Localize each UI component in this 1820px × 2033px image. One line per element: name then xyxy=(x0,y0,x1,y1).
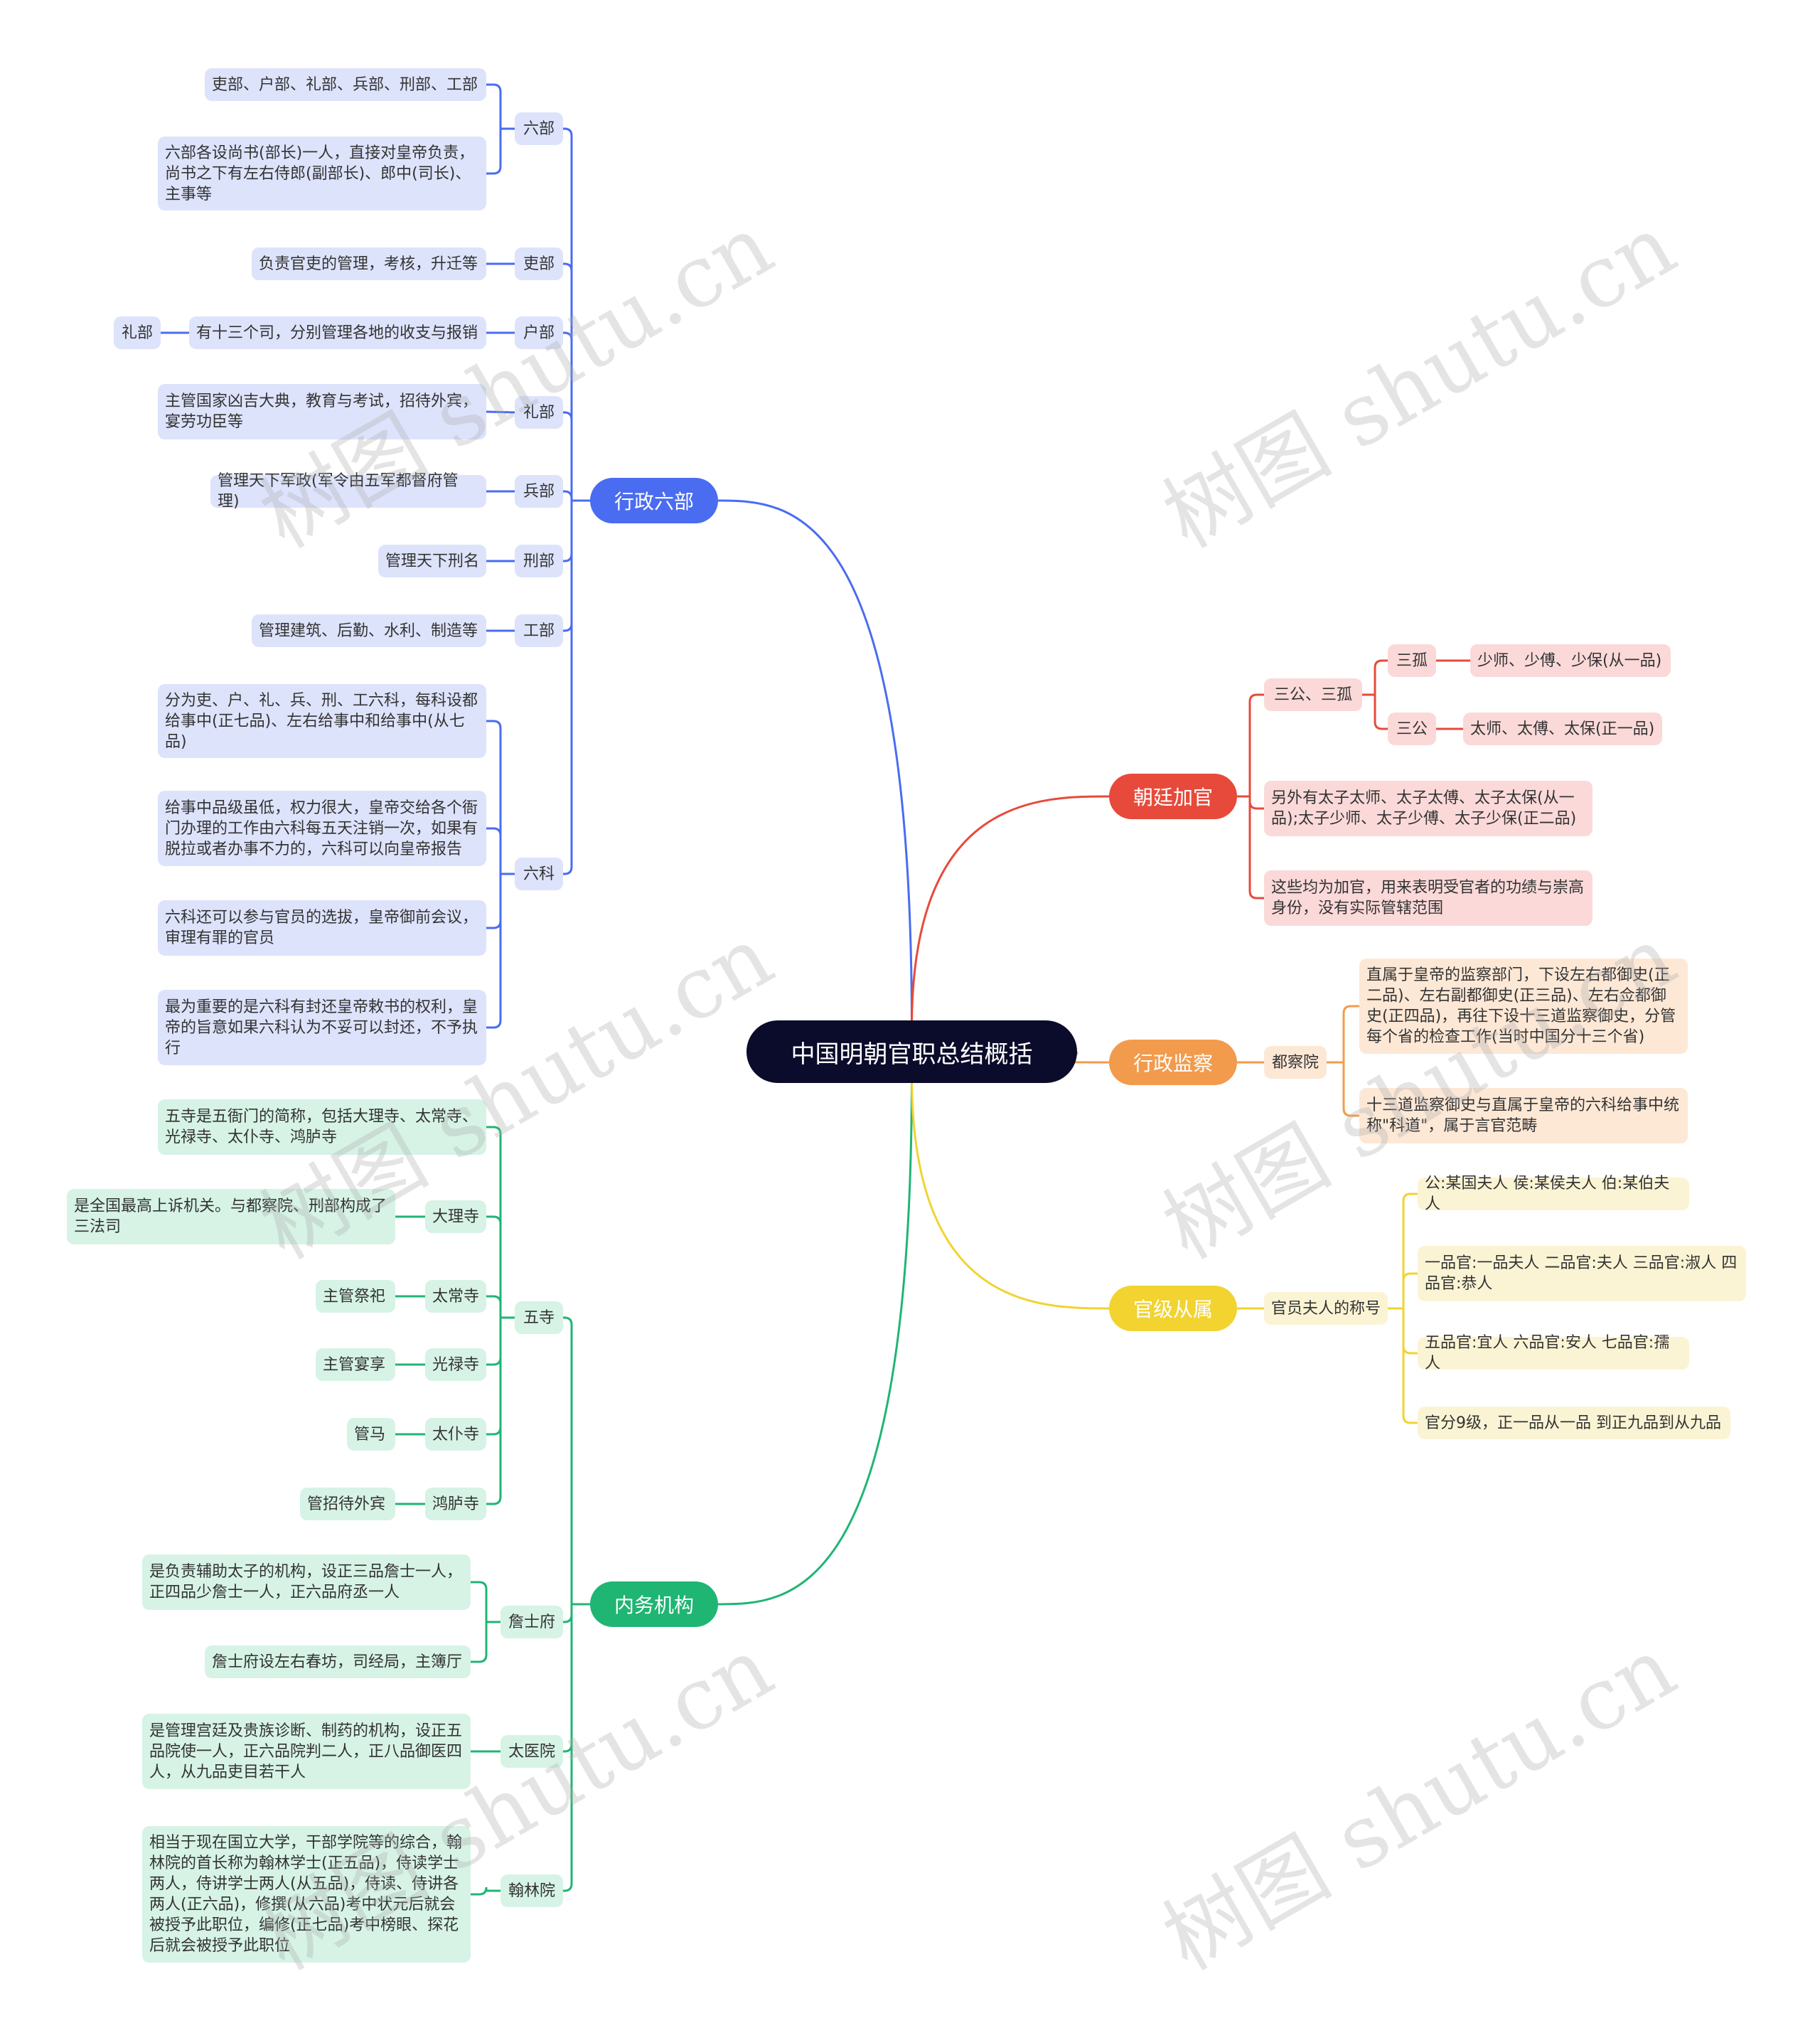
sub-xingbu[interactable]: 刑部 xyxy=(515,545,563,577)
sub-taiyi[interactable]: 太医院 xyxy=(500,1735,563,1768)
leaf-hubu[interactable]: 有十三个司，分别管理各地的收支与报销 xyxy=(189,316,486,349)
leaf-honglu[interactable]: 管招待外宾 xyxy=(300,1488,395,1520)
sub-taichang[interactable]: 太常寺 xyxy=(425,1280,486,1313)
sub-liuke[interactable]: 六科 xyxy=(515,858,563,890)
leaf-furen-2[interactable]: 一品官:一品夫人 二品官:夫人 三品官:淑人 四品官:恭人 xyxy=(1418,1246,1746,1301)
leaf-liuke-3[interactable]: 六科还可以参与官员的选拔，皇帝御前会议，审理有罪的官员 xyxy=(158,900,486,956)
sub-hanlin[interactable]: 翰林院 xyxy=(500,1874,563,1907)
leaf-sangu[interactable]: 少师、少傅、少保(从一品) xyxy=(1470,644,1671,677)
branch-chaoting[interactable]: 朝廷加官 xyxy=(1109,774,1237,819)
leaf-wusi-intro[interactable]: 五寺是五衙门的简称，包括大理寺、太常寺、光禄寺、太仆寺、鸿胪寺 xyxy=(158,1099,486,1155)
leaf-guanglu[interactable]: 主管宴享 xyxy=(316,1348,395,1381)
leaf-duchayuan-1[interactable]: 直属于皇帝的监察部门，下设左右都御史(正二品)、左右副都御史(正三品)、左右佥都… xyxy=(1359,959,1688,1054)
sub-guanglu[interactable]: 光禄寺 xyxy=(425,1348,486,1381)
sub-sangong[interactable]: 三公 xyxy=(1388,713,1436,745)
leaf-taichang[interactable]: 主管祭祀 xyxy=(316,1280,395,1313)
sub-sangong-sangu[interactable]: 三公、三孤 xyxy=(1264,678,1362,711)
sub-taipu[interactable]: 太仆寺 xyxy=(425,1418,486,1451)
leaf-duchayuan-2[interactable]: 十三道监察御史与直属于皇帝的六科给事中统称"科道"，属于言官范畴 xyxy=(1359,1088,1688,1143)
sub-dali[interactable]: 大理寺 xyxy=(425,1200,486,1233)
leaf-libu[interactable]: 负责官吏的管理，考核，升迁等 xyxy=(252,247,486,280)
sub-libu[interactable]: 吏部 xyxy=(515,247,563,280)
leaf-jiaguan[interactable]: 这些均为加官，用来表明受官者的功绩与崇高身份，没有实际管辖范围 xyxy=(1264,870,1592,926)
sub-zhanshi[interactable]: 詹士府 xyxy=(500,1606,563,1638)
root-topic[interactable]: 中国明朝官职总结概括 xyxy=(746,1020,1077,1083)
leaf-hubu-extra[interactable]: 礼部 xyxy=(114,316,161,349)
branch-neiwu[interactable]: 内务机构 xyxy=(590,1581,718,1627)
leaf-bingbu[interactable]: 管理天下军政(军令由五军都督府管理) xyxy=(210,472,486,511)
leaf-zhanshi-2[interactable]: 詹士府设左右春坊，司经局，主簿厅 xyxy=(205,1645,471,1678)
sub-duchayuan[interactable]: 都察院 xyxy=(1264,1046,1327,1079)
leaf-liuke-4[interactable]: 最为重要的是六科有封还皇帝敕书的权利，皇帝的旨意如果六科认为不妥可以封还，不予执… xyxy=(158,990,486,1065)
leaf-liuke-1[interactable]: 分为吏、户、礼、兵、刑、工六科，每科设都给事中(正七品)、左右给事中和给事中(从… xyxy=(158,684,486,758)
leaf-zhanshi-1[interactable]: 是负责辅助太子的机构，设正三品詹士一人，正四品少詹士一人，正六品府丞一人 xyxy=(142,1554,471,1610)
leaf-taiyi[interactable]: 是管理宫廷及贵族诊断、制药的机构，设正五品院使一人，正六品院判二人，正八品御医四… xyxy=(142,1714,471,1789)
sub-hubu[interactable]: 户部 xyxy=(515,316,563,349)
branch-guanji[interactable]: 官级从属 xyxy=(1109,1286,1237,1331)
leaf-furen-1[interactable]: 公:某国夫人 侯:某侯夫人 伯:某伯夫人 xyxy=(1418,1175,1689,1213)
leaf-furen-4[interactable]: 官分9级，正一品从一品 到正九品到从九品 xyxy=(1418,1407,1730,1439)
branch-jiancha[interactable]: 行政监察 xyxy=(1109,1040,1237,1085)
leaf-libu2[interactable]: 主管国家凶吉大典，教育与考试，招待外宾，宴劳功臣等 xyxy=(158,384,486,439)
leaf-liubu-desc[interactable]: 六部各设尚书(部长)一人，直接对皇帝负责，尚书之下有左右侍郎(副部长)、郎中(司… xyxy=(158,137,486,210)
sub-furen[interactable]: 官员夫人的称号 xyxy=(1264,1292,1388,1325)
leaf-taipu[interactable]: 管马 xyxy=(347,1418,395,1451)
branch-xingzheng-liubu[interactable]: 行政六部 xyxy=(590,478,718,523)
sub-liubu[interactable]: 六部 xyxy=(515,112,563,145)
sub-wusi[interactable]: 五寺 xyxy=(515,1301,563,1334)
leaf-taizi[interactable]: 另外有太子太师、太子太傅、太子太保(从一品);太子少师、太子少傅、太子少保(正二… xyxy=(1264,781,1592,836)
leaf-gongbu[interactable]: 管理建筑、后勤、水利、制造等 xyxy=(252,614,486,647)
leaf-dali[interactable]: 是全国最高上诉机关。与都察院、刑部构成了三法司 xyxy=(67,1189,395,1244)
leaf-hanlin[interactable]: 相当于现在国立大学，干部学院等的综合，翰林院的首长称为翰林学士(正五品)，侍读学… xyxy=(142,1826,471,1963)
leaf-liubu-list[interactable]: 吏部、户部、礼部、兵部、刑部、工部 xyxy=(205,68,486,101)
sub-honglu[interactable]: 鸿胪寺 xyxy=(425,1488,486,1520)
leaf-liuke-2[interactable]: 给事中品级虽低，权力很大，皇帝交给各个衙门办理的工作由六科每五天注销一次，如果有… xyxy=(158,791,486,866)
sub-bingbu[interactable]: 兵部 xyxy=(515,475,563,508)
leaf-furen-3[interactable]: 五品官:宜人 六品官:安人 七品官:孺人 xyxy=(1418,1334,1689,1372)
sub-sangu[interactable]: 三孤 xyxy=(1388,644,1436,677)
leaf-sangong[interactable]: 太师、太傅、太保(正一品) xyxy=(1463,713,1662,745)
leaf-xingbu[interactable]: 管理天下刑名 xyxy=(378,545,486,577)
sub-libu2[interactable]: 礼部 xyxy=(515,396,563,429)
sub-gongbu[interactable]: 工部 xyxy=(515,614,563,647)
